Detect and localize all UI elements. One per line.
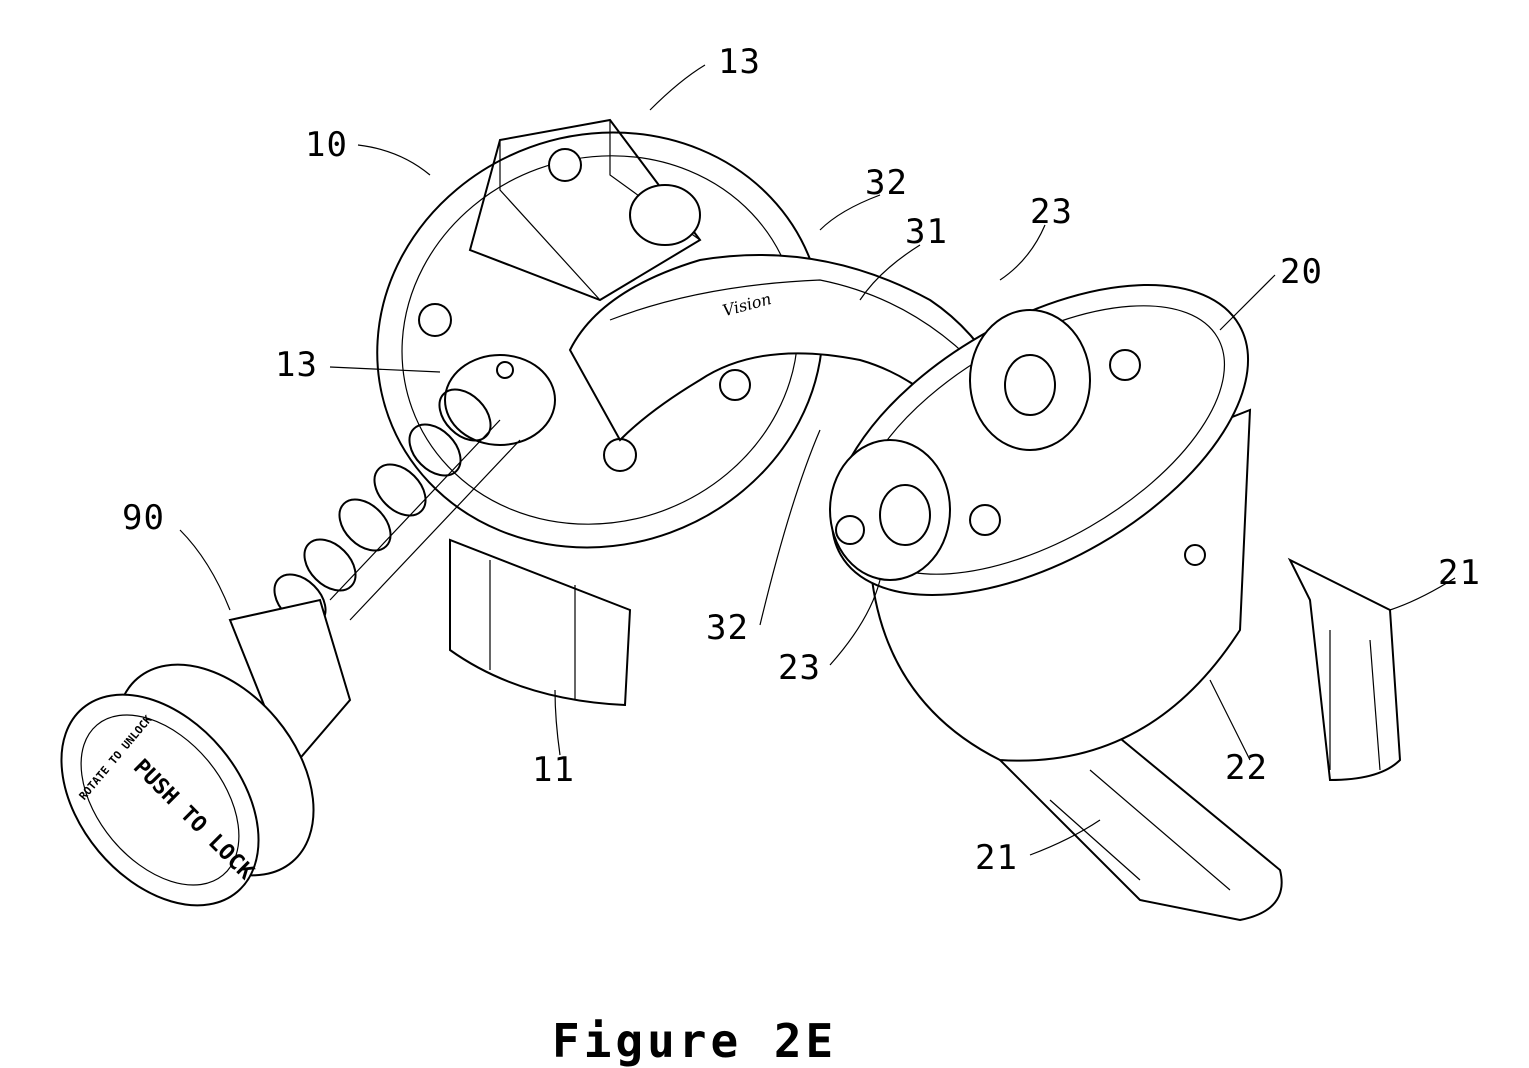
label-23-top: 23: [1030, 195, 1073, 229]
label-23-bottom: 23: [778, 651, 821, 685]
label-21-right: 21: [1438, 556, 1481, 590]
label-13-top: 13: [718, 45, 761, 79]
label-10: 10: [305, 128, 348, 162]
label-22: 22: [1225, 751, 1268, 785]
label-13-left: 13: [275, 348, 318, 382]
knob-90: PUSH TO LOCK ROTATE TO UNLOCK: [22, 600, 354, 943]
label-90: 90: [122, 501, 165, 535]
label-32-bottom: 32: [706, 611, 749, 645]
leader-lines: [180, 65, 1455, 855]
label-31: 31: [905, 215, 948, 249]
label-32-top: 32: [865, 166, 908, 200]
label-11: 11: [532, 753, 575, 787]
label-21-bottom: 21: [975, 841, 1018, 875]
label-20: 20: [1280, 255, 1323, 289]
patent-drawing: Vision PUSH TO LOCK ROTATE TO UNLOC: [0, 0, 1529, 1038]
figure-caption: Figure 2E: [552, 1014, 837, 1068]
